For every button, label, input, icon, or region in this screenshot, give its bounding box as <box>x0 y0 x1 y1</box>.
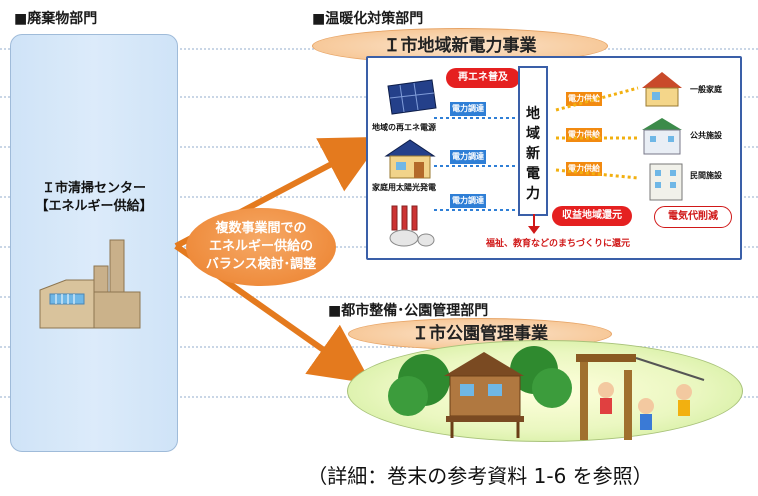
public-facility-icon <box>642 118 682 155</box>
supply-tag: 電力供給 <box>566 92 602 106</box>
solar-house-icon <box>384 139 436 179</box>
park-illustration <box>388 346 705 440</box>
consumer-label: 公共施設 <box>690 131 722 140</box>
consumer-label: 民間施設 <box>690 171 722 180</box>
local-power-box: 地 域 新 電 力 <box>518 66 548 216</box>
bubble-line: 複数事業間での <box>215 221 307 236</box>
central-char: 新 <box>526 146 540 162</box>
solar-panel-icon <box>387 79 437 115</box>
factory-icon <box>39 239 141 329</box>
revenue-badge: 収益地域還元 <box>552 206 632 226</box>
renewable-badge: 再エネ普及 <box>446 68 520 88</box>
consumer-label: 一般家庭 <box>690 85 722 94</box>
central-char: 力 <box>526 186 540 202</box>
bubble-line: エネルギー供給の <box>208 239 313 254</box>
down-arrow-icon <box>528 214 540 234</box>
central-char: 地 <box>526 106 540 122</box>
procurement-tag: 電力調達 <box>450 102 486 116</box>
cleaning-center-role: 【エネルギー供給】 <box>35 199 153 214</box>
home-icon <box>642 72 682 107</box>
dotted-divider <box>0 296 758 298</box>
central-char: 域 <box>526 126 540 142</box>
dotted-divider <box>0 346 758 348</box>
energy-system-panel: 再エネ普及 地域の再エネ電源 家庭用太陽光発電 電力調達 電力調達 電力調達 地… <box>366 56 742 260</box>
header-urban-sector: ■都市整備･公園管理部門 <box>328 303 489 319</box>
private-facility-icon <box>649 163 683 201</box>
cost-reduction-badge: 電気代削減 <box>654 206 732 228</box>
source-label: 地域の再エネ電源 <box>372 123 436 132</box>
power-plant-icon <box>389 205 435 247</box>
reference-note: （詳細：巻末の参考資料 1-6 を参照） <box>307 464 653 488</box>
supply-arrows <box>555 86 639 180</box>
source-label: 家庭用太陽光発電 <box>372 183 436 192</box>
cleaning-center-name: Ｉ市清掃センター <box>41 181 146 196</box>
procurement-tag: 電力調達 <box>450 150 486 164</box>
bubble-line: バランス検討･調整 <box>205 257 317 272</box>
header-waste-sector: ■廃棄物部門 <box>14 11 98 27</box>
coordination-bubble: 複数事業間での エネルギー供給の バランス検討･調整 <box>186 208 336 286</box>
header-warming-sector: ■温暖化対策部門 <box>312 11 424 27</box>
central-char: 電 <box>526 166 540 182</box>
cleaning-center-label: Ｉ市清掃センター 【エネルギー供給】 <box>34 180 154 216</box>
procurement-tag: 電力調達 <box>450 194 486 208</box>
welfare-text: 福祉、教育などのまちづくりに還元 <box>486 239 631 249</box>
procurement-arrows <box>434 117 516 211</box>
